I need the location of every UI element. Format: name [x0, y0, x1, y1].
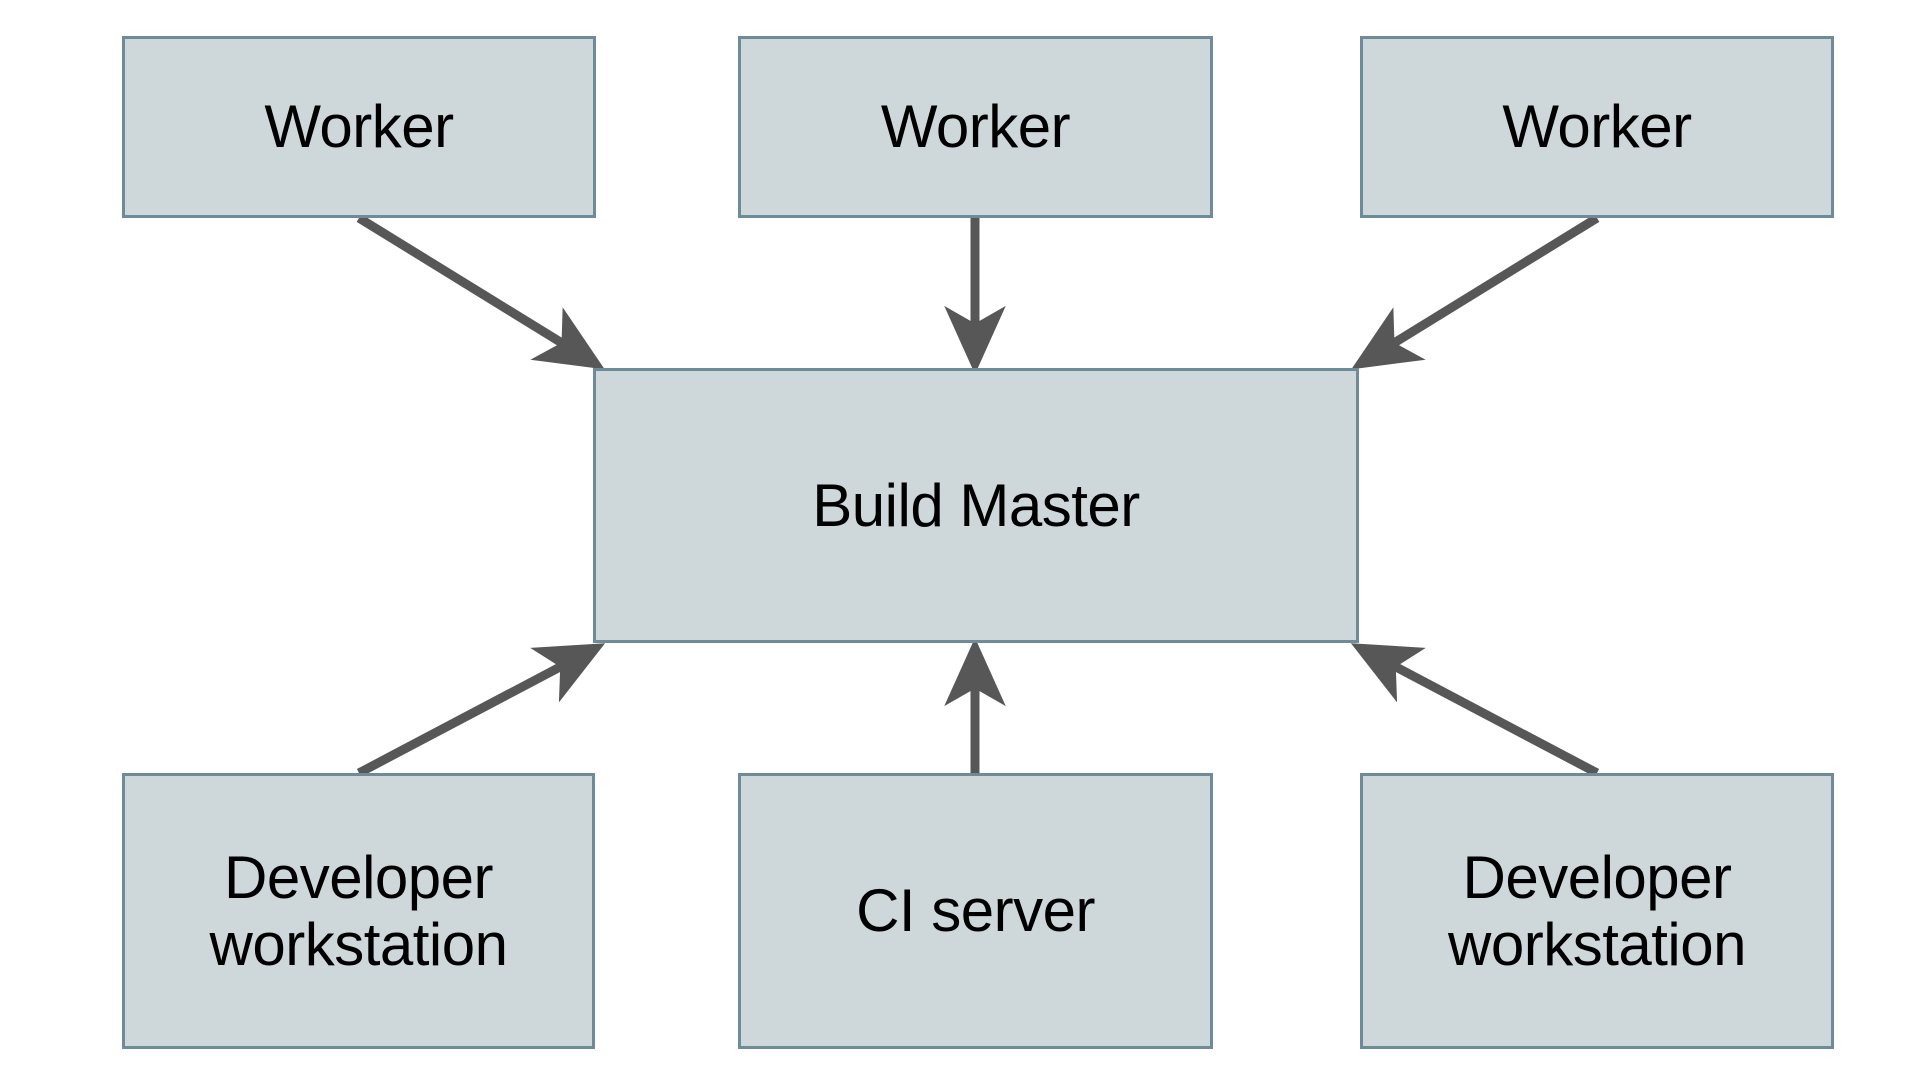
node-build-master[interactable]: Build Master [593, 368, 1359, 643]
node-label: Developer workstation [1448, 843, 1746, 978]
edge-devws1-to-master [356, 643, 606, 777]
node-worker-left[interactable]: Worker [122, 36, 596, 218]
node-label: Worker [1502, 93, 1692, 161]
node-developer-workstation-right[interactable]: Developer workstation [1360, 773, 1834, 1049]
node-label: CI server [856, 877, 1095, 945]
edge-worker3-to-master [1351, 214, 1600, 370]
node-worker-center[interactable]: Worker [738, 36, 1213, 218]
node-label: Build Master [812, 471, 1140, 539]
node-ci-server[interactable]: CI server [738, 773, 1213, 1049]
edge-worker1-to-master [356, 214, 605, 370]
node-worker-right[interactable]: Worker [1360, 36, 1834, 218]
node-label: Worker [264, 93, 454, 161]
node-developer-workstation-left[interactable]: Developer workstation [122, 773, 595, 1049]
node-label: Worker [880, 93, 1071, 161]
edge-devws2-to-master [1350, 643, 1600, 777]
node-label: Developer workstation [209, 843, 508, 978]
